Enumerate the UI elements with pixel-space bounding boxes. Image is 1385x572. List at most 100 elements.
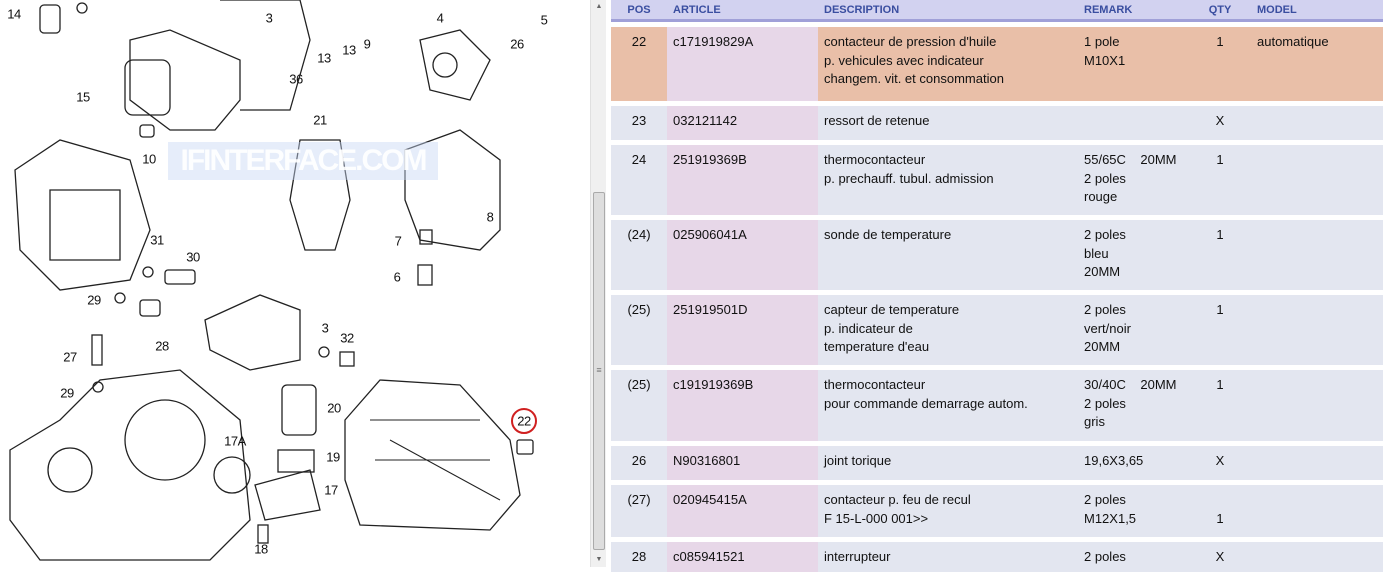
grip-icon: ≡ — [596, 365, 602, 375]
cell-model — [1242, 485, 1383, 537]
cell-model — [1242, 106, 1383, 140]
cell-article: c171919829A — [667, 27, 818, 101]
cell-model: automatique — [1257, 34, 1329, 49]
cell-model — [1242, 446, 1383, 480]
header-model: MODEL — [1257, 3, 1297, 16]
scrollbar-thumb[interactable]: ≡ — [593, 192, 605, 550]
callout-4[interactable]: 4 — [436, 10, 444, 26]
callout-32[interactable]: 32 — [340, 330, 354, 346]
watermark: IFINTERFACE.COM — [168, 142, 438, 180]
cell-qty: X — [1215, 549, 1225, 564]
callout-36[interactable]: 36 — [289, 71, 303, 87]
cell-description: ressort de retenue — [824, 113, 930, 128]
cell-qty: 1 — [1216, 510, 1224, 526]
header-pos: POS — [627, 3, 651, 16]
cell-qty: 1 — [1216, 152, 1224, 167]
cell-qty: 1 — [1216, 302, 1224, 317]
cell-remark: 30/40C 20MM 2 poles gris — [1084, 377, 1177, 429]
exploded-view-drawing — [9, 0, 537, 561]
callout-3[interactable]: 3 — [321, 320, 329, 336]
parts-table: POS ARTICLE DESCRIPTION REMARK QTY MODEL… — [611, 0, 1383, 572]
callout-5[interactable]: 5 — [540, 12, 548, 28]
header-qty: QTY — [1208, 3, 1232, 16]
cell-qty: X — [1215, 113, 1225, 128]
cell-model — [1242, 370, 1383, 441]
table-row[interactable]: (24) 025906041A sonde de temperature 2 pole… — [611, 220, 1383, 290]
cell-remark: 2 poles bleu 20MM — [1084, 227, 1126, 279]
cell-qty: 1 — [1216, 377, 1224, 392]
table-row[interactable]: 23 032121142 ressort de retenue X — [611, 106, 1383, 140]
callout-27[interactable]: 27 — [63, 349, 77, 365]
cell-pos: 28 — [631, 549, 647, 564]
cell-article: 020945415A — [667, 485, 818, 537]
cell-description: thermocontacteur p. prechauff. tubul. ad… — [824, 152, 994, 186]
callout-7[interactable]: 7 — [394, 233, 402, 249]
cell-pos: (25) — [627, 302, 651, 317]
cell-description: contacteur p. feu de recul F 15-L-000 00… — [824, 492, 971, 526]
callout-30[interactable]: 30 — [186, 249, 200, 265]
cell-remark — [1078, 106, 1198, 140]
cell-pos: 26 — [631, 453, 647, 468]
cell-description: contacteur de pression d'huile p. vehicu… — [824, 34, 1004, 86]
header-article: ARTICLE — [673, 3, 721, 16]
cell-model — [1242, 145, 1383, 215]
callout-28[interactable]: 28 — [155, 338, 169, 354]
vertical-scrollbar[interactable]: ▲ ≡ ▼ — [590, 0, 606, 567]
scroll-up-arrow-icon[interactable]: ▲ — [595, 3, 603, 10]
callout-6[interactable]: 6 — [393, 269, 401, 285]
cell-pos: 23 — [631, 113, 647, 128]
cell-article: 032121142 — [667, 106, 818, 140]
cell-remark: 55/65C 20MM 2 poles rouge — [1084, 152, 1177, 204]
cell-description: interrupteur — [824, 549, 891, 564]
callout-13[interactable]: 13 — [342, 42, 356, 58]
cell-description: thermocontacteur pour commande demarrage… — [824, 377, 1028, 411]
callout-29[interactable]: 29 — [60, 385, 74, 401]
cell-description: capteur de temperature p. indicateur de … — [824, 302, 960, 354]
cell-qty: 1 — [1216, 34, 1224, 49]
callout-17[interactable]: 17 — [324, 482, 338, 498]
cell-article: 251919369B — [667, 145, 818, 215]
callout-29[interactable]: 29 — [87, 292, 101, 308]
cell-remark: 19,6X3,65 — [1084, 453, 1144, 468]
callout-19[interactable]: 19 — [326, 449, 340, 465]
cell-pos: (24) — [627, 227, 651, 242]
callout-21[interactable]: 21 — [313, 112, 327, 128]
callout-13[interactable]: 13 — [317, 50, 331, 66]
cell-pos: (25) — [627, 377, 651, 392]
scroll-down-arrow-icon[interactable]: ▼ — [595, 556, 603, 563]
callout-17A[interactable]: 17A — [224, 433, 246, 449]
cell-description: sonde de temperature — [824, 227, 952, 242]
table-header: POS ARTICLE DESCRIPTION REMARK QTY MODEL — [611, 0, 1383, 22]
callout-14[interactable]: 14 — [7, 6, 21, 22]
cell-remark: 2 poles vert/noir 20MM — [1084, 302, 1131, 354]
callout-15[interactable]: 15 — [76, 89, 90, 105]
cell-article: 251919501D — [667, 295, 818, 365]
callout-18[interactable]: 18 — [254, 541, 268, 557]
callout-10[interactable]: 10 — [142, 151, 156, 167]
callout-22[interactable]: 22 — [517, 413, 531, 429]
cell-model — [1242, 542, 1383, 572]
callout-20[interactable]: 20 — [327, 400, 341, 416]
callout-3[interactable]: 3 — [265, 10, 273, 26]
cell-article: c191919369B — [667, 370, 818, 441]
cell-pos: (27) — [627, 492, 651, 507]
callout-31[interactable]: 31 — [150, 232, 164, 248]
cell-model — [1242, 220, 1383, 290]
cell-article: 025906041A — [667, 220, 818, 290]
callout-26[interactable]: 26 — [510, 36, 524, 52]
cell-pos: 22 — [631, 34, 647, 49]
callout-8[interactable]: 8 — [486, 209, 494, 225]
header-remark: REMARK — [1084, 3, 1133, 16]
cell-pos: 24 — [631, 152, 647, 167]
cell-remark: 2 poles — [1084, 549, 1126, 564]
callout-9[interactable]: 9 — [363, 36, 371, 52]
cell-model — [1242, 295, 1383, 365]
cell-description: joint torique — [824, 453, 892, 468]
